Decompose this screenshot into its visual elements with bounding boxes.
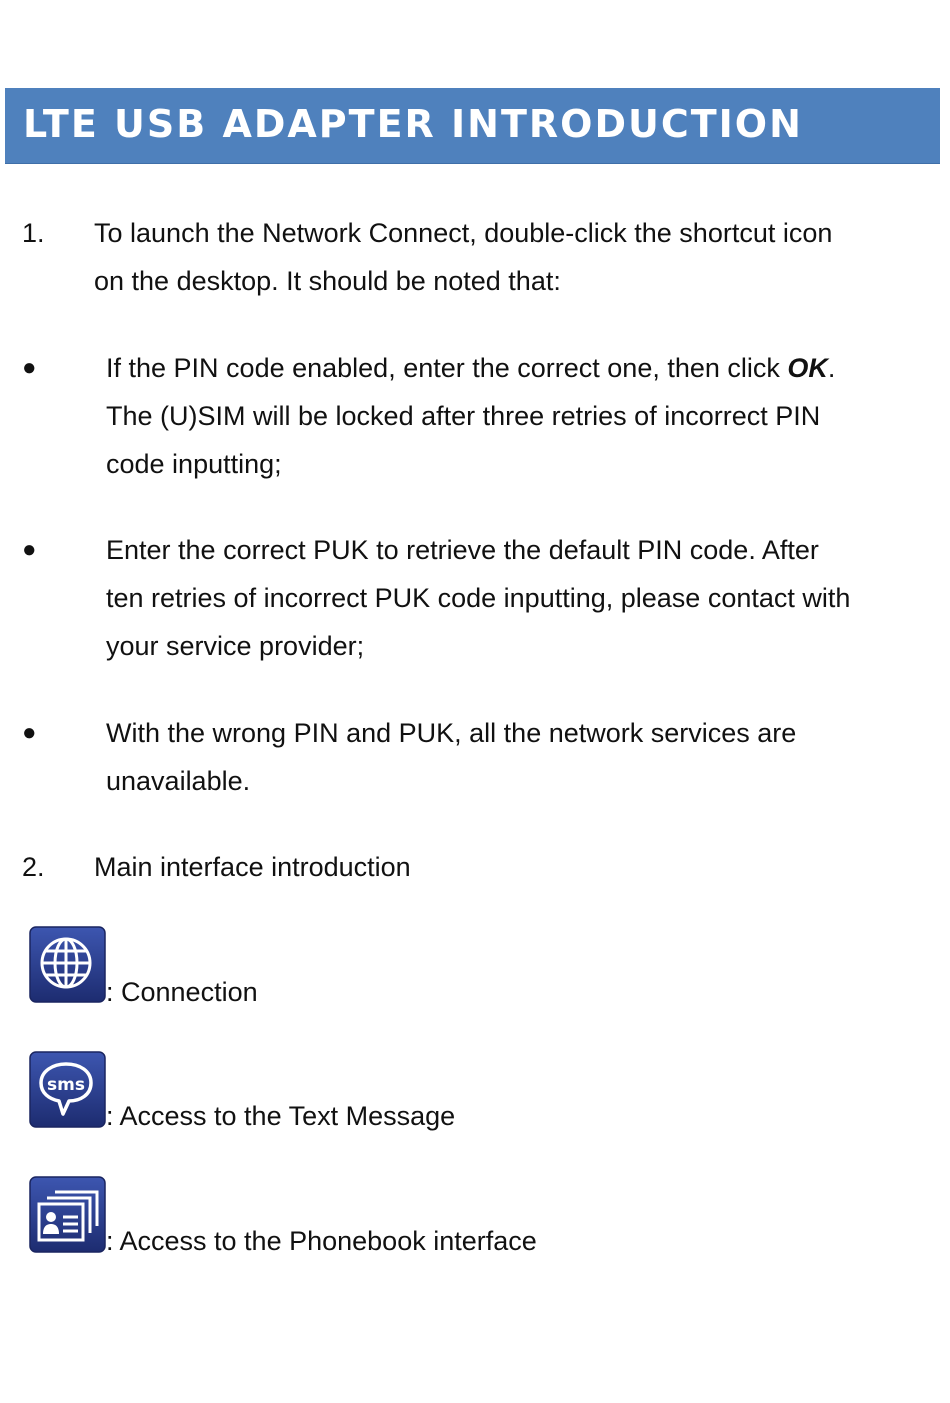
section-title: LTE USB ADAPTER INTRODUCTION <box>23 102 803 146</box>
bullet-3-line-1: With the wrong PIN and PUK, all the netw… <box>106 718 797 748</box>
bullet-1-text: If the PIN code enabled, enter the corre… <box>106 344 936 488</box>
bullet-1-line-1-text: If the PIN code enabled, enter the corre… <box>106 353 788 383</box>
bullet-3-symbol: ● <box>22 719 37 746</box>
ok-emphasis: OK <box>787 353 828 383</box>
bullet-1-line-1: If the PIN code enabled, enter the corre… <box>106 344 936 392</box>
connection-label: : Connection <box>106 977 258 1007</box>
phonebook-label: : Access to the Phonebook interface <box>106 1226 537 1256</box>
step-2-number: 2. <box>22 852 45 882</box>
globe-icon <box>29 926 106 1003</box>
bullet-3-line-2: unavailable. <box>106 766 251 796</box>
bullet-1-line-1-end: . <box>827 353 836 383</box>
phonebook-icon <box>29 1176 106 1253</box>
section-header-bar: LTE USB ADAPTER INTRODUCTION <box>5 88 940 164</box>
bullet-2-line-3: your service provider; <box>106 631 365 661</box>
text-message-label: : Access to the Text Message <box>106 1101 456 1131</box>
bullet-2-line-1: Enter the correct PUK to retrieve the de… <box>106 535 819 565</box>
step-1-line-2: on the desktop. It should be noted that: <box>94 266 561 296</box>
step-1-text: To launch the Network Connect, double-cl… <box>94 209 924 305</box>
bullet-2-text: Enter the correct PUK to retrieve the de… <box>106 526 936 670</box>
step-2-text: Main interface introduction <box>94 852 411 882</box>
bullet-1-line-2: The (U)SIM will be locked after three re… <box>106 401 821 431</box>
sms-icon: sms <box>29 1051 106 1128</box>
bullet-3-text: With the wrong PIN and PUK, all the netw… <box>106 709 936 805</box>
sms-icon-text: sms <box>47 1075 85 1095</box>
bullet-2-symbol: ● <box>22 536 37 563</box>
bullet-1-line-3: code inputting; <box>106 449 282 479</box>
step-1-number: 1. <box>22 218 45 248</box>
bullet-2-line-2: ten retries of incorrect PUK code inputt… <box>106 583 851 613</box>
bullet-1-symbol: ● <box>22 354 37 381</box>
step-1-line-1: To launch the Network Connect, double-cl… <box>94 218 833 248</box>
